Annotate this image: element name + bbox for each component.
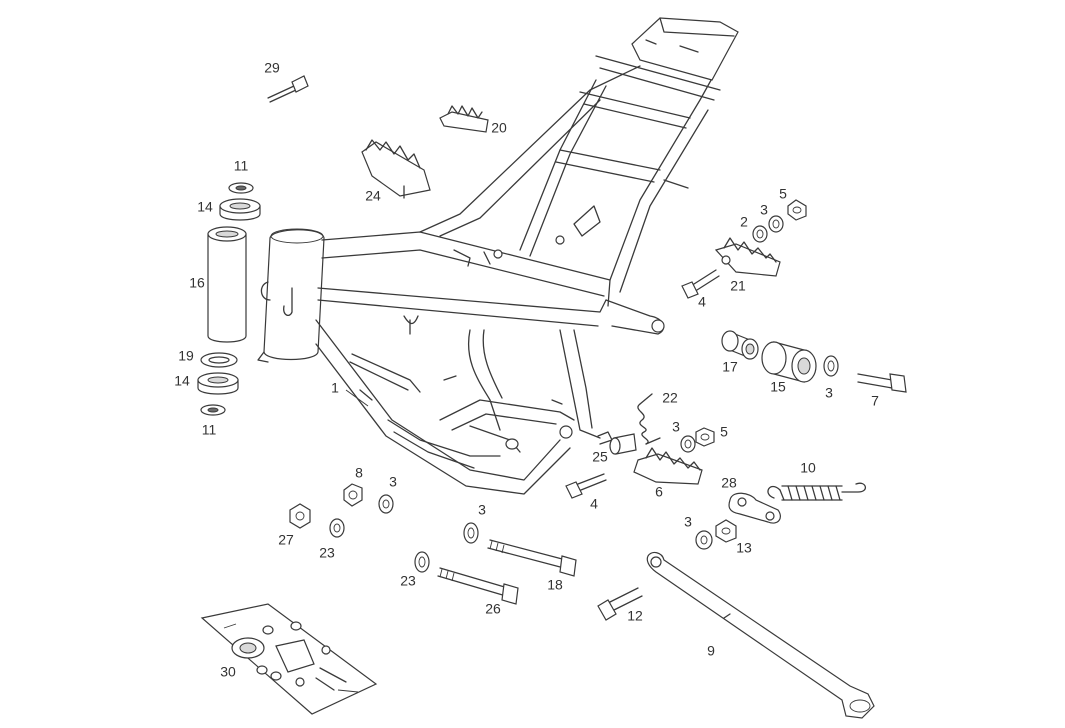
part-5-nut-lower xyxy=(695,427,715,447)
part-label-7: 7 xyxy=(871,393,879,409)
part-label-14: 14 xyxy=(197,199,213,215)
part-25-bushing xyxy=(609,433,637,455)
part-18-bolt xyxy=(487,539,577,577)
main-frame xyxy=(257,17,739,495)
part-23-washer-upper xyxy=(329,518,345,538)
part-label-3: 3 xyxy=(825,385,833,401)
part-26-bolt xyxy=(437,567,519,605)
part-11-washer-bottom xyxy=(200,404,226,416)
part-6-footpeg xyxy=(633,447,703,485)
part-label-10: 10 xyxy=(800,460,816,476)
part-27-nut xyxy=(289,503,311,529)
part-15-roller xyxy=(761,341,817,383)
part-label-25: 25 xyxy=(592,449,608,465)
part-label-1: 1 xyxy=(331,380,339,396)
part-label-20: 20 xyxy=(491,120,507,136)
part-13-nut xyxy=(715,519,737,543)
part-label-5: 5 xyxy=(779,186,787,202)
part-label-3: 3 xyxy=(672,419,680,435)
part-3-washer-axle xyxy=(463,522,479,544)
part-label-29: 29 xyxy=(264,60,280,76)
part-19-seal xyxy=(200,352,238,368)
part-label-3: 3 xyxy=(684,514,692,530)
part-23-washer-lower xyxy=(414,551,430,573)
part-label-28: 28 xyxy=(721,475,737,491)
part-4-bolt-upper xyxy=(681,269,720,299)
part-label-19: 19 xyxy=(178,348,194,364)
part-16-steering-tube xyxy=(207,226,247,343)
part-label-6: 6 xyxy=(655,484,663,500)
part-14-bearing-top xyxy=(219,198,261,221)
part-17-bushing xyxy=(721,330,759,360)
part-label-23: 23 xyxy=(400,573,416,589)
part-label-9: 9 xyxy=(707,643,715,659)
part-label-8: 8 xyxy=(355,465,363,481)
part-7-bolt xyxy=(857,373,907,393)
part-4-bolt-lower xyxy=(565,473,607,499)
part-3-washer-lower xyxy=(680,435,696,453)
part-24-footpeg xyxy=(361,139,431,199)
part-9-side-stand xyxy=(646,551,875,719)
part-10-spring xyxy=(767,482,866,501)
part-3-washer-top xyxy=(768,215,784,233)
part-label-17: 17 xyxy=(722,359,738,375)
part-label-3: 3 xyxy=(389,474,397,490)
part-label-18: 18 xyxy=(547,577,563,593)
part-label-5: 5 xyxy=(720,424,728,440)
part-label-4: 4 xyxy=(590,496,598,512)
part-2-washer xyxy=(752,225,768,243)
part-14-bearing-bottom xyxy=(197,372,239,395)
part-3-washer-left xyxy=(378,494,394,514)
part-22-spring xyxy=(637,393,661,445)
part-label-4: 4 xyxy=(698,294,706,310)
part-label-23: 23 xyxy=(319,545,335,561)
part-3-washer-mid xyxy=(823,355,839,377)
part-label-15: 15 xyxy=(770,379,786,395)
part-label-3: 3 xyxy=(760,202,768,218)
part-3-washer-kick xyxy=(695,530,713,550)
part-label-27: 27 xyxy=(278,532,294,548)
part-label-13: 13 xyxy=(736,540,752,556)
part-label-30: 30 xyxy=(220,664,236,680)
part-label-2: 2 xyxy=(740,214,748,230)
part-30-hardware-kit xyxy=(200,603,378,715)
part-28-bracket xyxy=(728,492,781,524)
part-label-26: 26 xyxy=(485,601,501,617)
part-label-22: 22 xyxy=(662,390,678,406)
part-label-16: 16 xyxy=(189,275,205,291)
leader-lines xyxy=(345,389,369,407)
part-5-nut-top xyxy=(787,199,807,221)
part-21-footpeg xyxy=(714,237,781,277)
part-label-12: 12 xyxy=(627,608,643,624)
part-8-nut xyxy=(343,483,363,507)
part-label-21: 21 xyxy=(730,278,746,294)
part-11-washer-top xyxy=(228,182,254,194)
part-12-bolt xyxy=(597,587,643,621)
part-label-3: 3 xyxy=(478,502,486,518)
part-label-11: 11 xyxy=(234,158,249,174)
part-20-footpeg xyxy=(439,105,489,133)
part-label-24: 24 xyxy=(365,188,381,204)
part-label-11: 11 xyxy=(202,422,217,438)
part-29-bolt xyxy=(267,75,309,103)
part-label-14: 14 xyxy=(174,373,190,389)
